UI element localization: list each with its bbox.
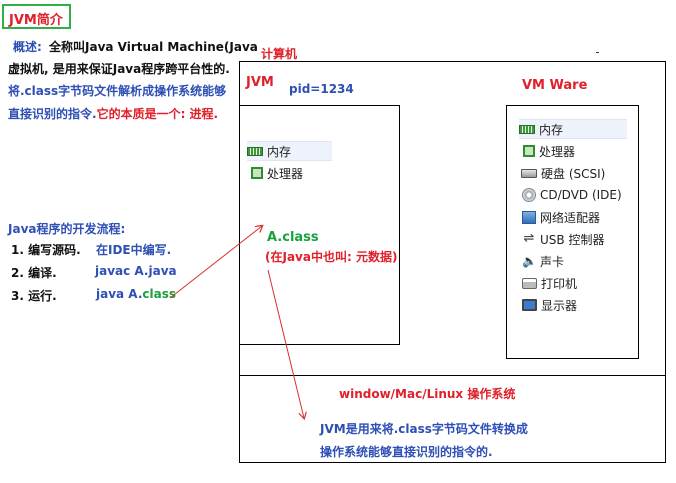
step-2-label: 2. 编译. (11, 266, 57, 280)
vmware-item-processor-label: 处理器 (539, 144, 576, 159)
overview-line-4: 直接识别的指令.它的本质是一个: 进程. (8, 105, 218, 122)
step-3-label: 3. 运行. (11, 289, 57, 303)
class-label: A.class (267, 230, 319, 245)
step-3-detail: java A.class (96, 287, 176, 301)
jvm-item-memory-label: 内存 (267, 144, 292, 159)
step-1-detail: 在IDE中编写. (96, 243, 172, 257)
dev-flow-title: Java程序的开发流程: (8, 222, 126, 236)
overview-label: 概述: (13, 40, 42, 54)
step-2-detail: javac A.java (95, 264, 177, 278)
vmware-item-printer: 打印机 (522, 274, 577, 292)
jvm-item-memory: 内存 (247, 141, 332, 161)
hard-disk-icon (521, 168, 537, 178)
overview-line-3: 将.class字节码文件解析成操作系统能够 (8, 84, 227, 98)
vmware-item-sound-label: 声卡 (540, 254, 565, 269)
jvm-box (239, 105, 400, 345)
computer-label: 计算机 (261, 47, 298, 61)
overview-line-4-part-1: 直接识别的指令. (8, 107, 97, 121)
vmware-item-network-label: 网络适配器 (540, 210, 601, 225)
os-label: window/Mac/Linux 操作系统 (339, 387, 516, 401)
vmware-item-display-label: 显示器 (541, 298, 578, 313)
vmware-item-processor: 处理器 (523, 142, 575, 160)
processor-icon (251, 167, 263, 179)
jvm-item-processor-label: 处理器 (267, 166, 304, 181)
title: JVM简介 (9, 13, 63, 28)
jvm-note-line-2: 操作系统能够直接识别的指令的. (320, 445, 493, 459)
cd-dvd-icon (522, 188, 536, 202)
vmware-item-cd-label: CD/DVD (IDE) (540, 188, 622, 202)
metadata-note: (在Java中也叫: 元数据) (265, 250, 398, 264)
step-3-detail-prefix: java A. (96, 287, 143, 301)
tick-mark (596, 52, 599, 53)
vmware-item-disk-label: 硬盘 (SCSI) (541, 166, 606, 181)
jvm-pid: pid=1234 (289, 82, 354, 96)
network-adapter-icon (522, 210, 536, 224)
step-1-label: 1. 编写源码. (11, 243, 81, 257)
vmware-item-network: 网络适配器 (522, 208, 600, 226)
vmware-item-printer-label: 打印机 (541, 276, 578, 291)
memory-icon (519, 124, 535, 134)
overview-line-2: 虚拟机, 是用来保证Java程序跨平台性的. (8, 62, 230, 76)
vmware-item-disk: 硬盘 (SCSI) (521, 164, 605, 182)
jvm-item-processor: 处理器 (251, 164, 303, 182)
printer-icon (522, 277, 537, 289)
vmware-label: VM Ware (522, 78, 588, 93)
title-box (2, 4, 71, 29)
vmware-item-usb-label: USB 控制器 (540, 232, 605, 247)
jvm-note-line-1: JVM是用来将.class字节码文件转换成 (320, 422, 528, 436)
processor-icon (523, 145, 535, 157)
vmware-item-memory: 内存 (519, 119, 627, 139)
vmware-box (506, 105, 639, 359)
vmware-item-memory-label: 内存 (539, 122, 564, 137)
vmware-item-display: 显示器 (522, 296, 577, 314)
vmware-item-cd: CD/DVD (IDE) (522, 186, 622, 204)
vmware-item-sound: 🔈 声卡 (522, 252, 564, 270)
overview-line-4-part-2: 它的本质是一个: 进程. (96, 107, 219, 121)
usb-icon: ⇌ (523, 230, 535, 246)
speaker-icon: 🔈 (522, 253, 537, 268)
jvm-label: JVM (246, 75, 274, 90)
vmware-item-usb: ⇌ USB 控制器 (522, 230, 605, 248)
overview-line-1: 全称叫Java Virtual Machine(Java (49, 40, 258, 54)
monitor-icon (522, 299, 537, 311)
step-3-detail-suffix: class (142, 287, 176, 301)
os-divider (239, 375, 666, 376)
memory-icon (247, 146, 263, 156)
